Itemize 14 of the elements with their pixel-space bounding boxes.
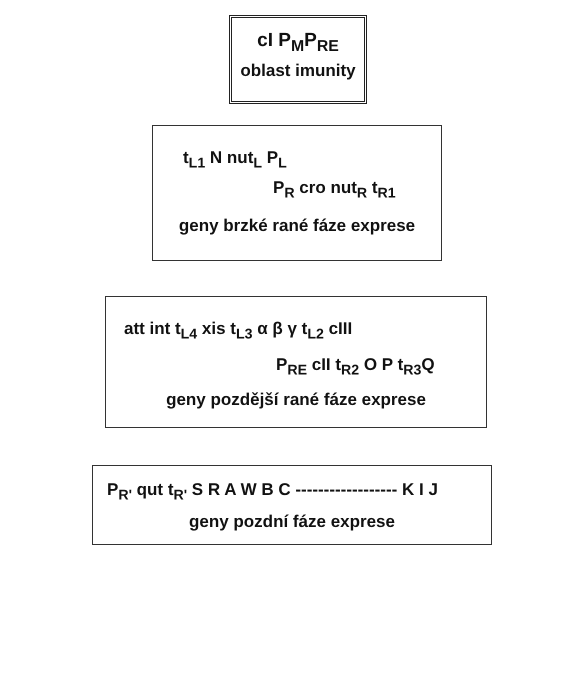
gene-region-box — [92, 465, 492, 545]
region-caption: oblast imunity — [239, 62, 357, 80]
region-caption: geny brzké rané fáze exprese — [178, 216, 416, 236]
region-caption: geny pozdní fáze exprese — [188, 512, 396, 532]
gene-sequence-text: att int t$_{L4}$ xis t$_{L3}$ α β γ t$_{L2}$ cIII — [124, 319, 352, 344]
region-caption: geny pozdější rané fáze exprese — [165, 390, 427, 410]
gene-region-box — [152, 125, 442, 261]
gene-sequence-text: P$_{R'}$ qut t$_{R'}$ S R A W B C ------------------ K I J — [107, 480, 438, 504]
gene-sequence-text: P$_{R}$ cro nut$_{R}$ t$_{R1}$ — [273, 178, 396, 202]
gene-sequence-text: cI P$_{M}$P$_{RE}$ — [256, 30, 340, 57]
gene-region-box — [105, 296, 487, 428]
gene-region-box — [229, 15, 367, 104]
gene-sequence-text: t$_{L1}$ N nut$_{L}$ P$_{L}$ — [183, 148, 287, 172]
gene-sequence-text: P$_{RE}$ cII t$_{R2}$ O P t$_{R3}$Q — [276, 355, 435, 380]
